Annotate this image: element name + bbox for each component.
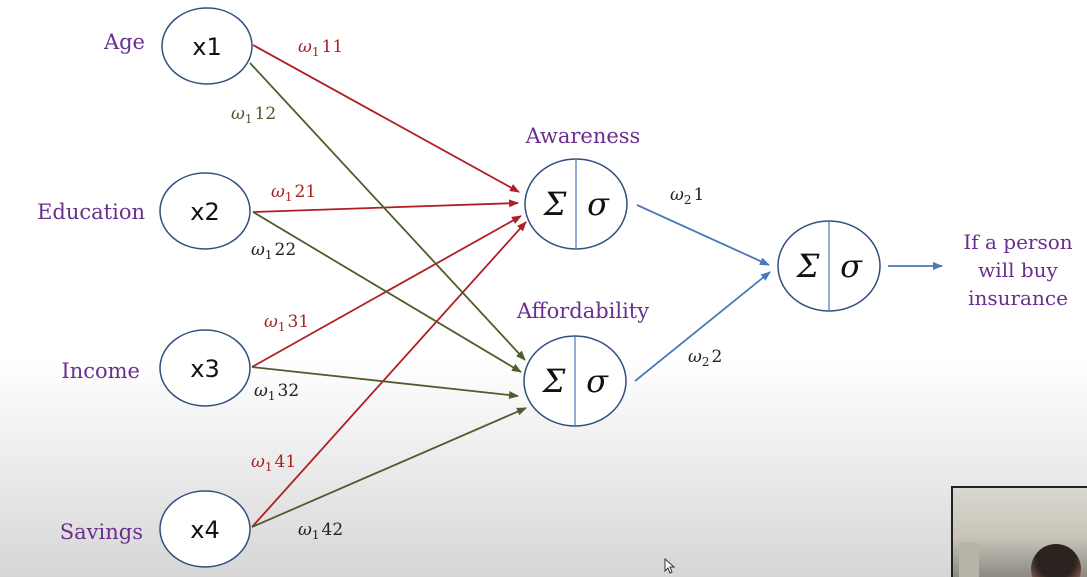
sigma-activation-symbol: σ (587, 185, 610, 223)
input-label-age: Age (103, 30, 145, 54)
input-label-education: Education (37, 200, 145, 224)
edge-x2-affordability (252, 211, 522, 373)
output-node: Σ σ (777, 220, 881, 312)
input-node-x4: x4 (159, 490, 251, 568)
output-label-line-2: will buy (978, 258, 1058, 282)
input-node-label: x4 (190, 516, 219, 544)
edge-affordability-output (634, 271, 771, 382)
hidden-node-affordability: Σ σ (523, 335, 627, 427)
edge-x3-affordability (251, 366, 519, 400)
edge-x1-affordability (249, 62, 526, 361)
presenter-head (1031, 544, 1081, 577)
input-node-x2: x2 (159, 172, 251, 250)
input-node-label: x2 (190, 198, 219, 226)
input-label-income: Income (61, 359, 140, 383)
input-node-label: x3 (190, 355, 219, 383)
edge-x4-affordability (251, 407, 527, 528)
sigma-activation-symbol: σ (586, 362, 609, 400)
edge-x1-awareness (252, 44, 520, 193)
webcam-overlay (951, 486, 1087, 577)
mouse-cursor-icon (664, 558, 676, 574)
output-label-line-3: insurance (968, 286, 1068, 310)
sigma-activation-symbol: σ (840, 247, 863, 285)
hidden-label-affordability: Affordability (516, 299, 649, 323)
edge-x4-awareness (251, 221, 527, 528)
output-label-line-1: If a person (963, 230, 1072, 254)
input-node-x1: x1 (161, 7, 253, 85)
sigma-sum-symbol: Σ (543, 185, 567, 223)
sigma-sum-symbol: Σ (542, 362, 566, 400)
input-node-x3: x3 (159, 329, 251, 407)
edge-x2-awareness (252, 199, 519, 213)
input-node-label: x1 (192, 33, 221, 61)
webcam-background (959, 543, 979, 577)
sigma-sum-symbol: Σ (796, 247, 820, 285)
edge-awareness-output (636, 204, 770, 266)
hidden-node-awareness: Σ σ (524, 158, 628, 250)
hidden-label-awareness: Awareness (525, 124, 641, 148)
input-label-savings: Savings (60, 520, 143, 544)
